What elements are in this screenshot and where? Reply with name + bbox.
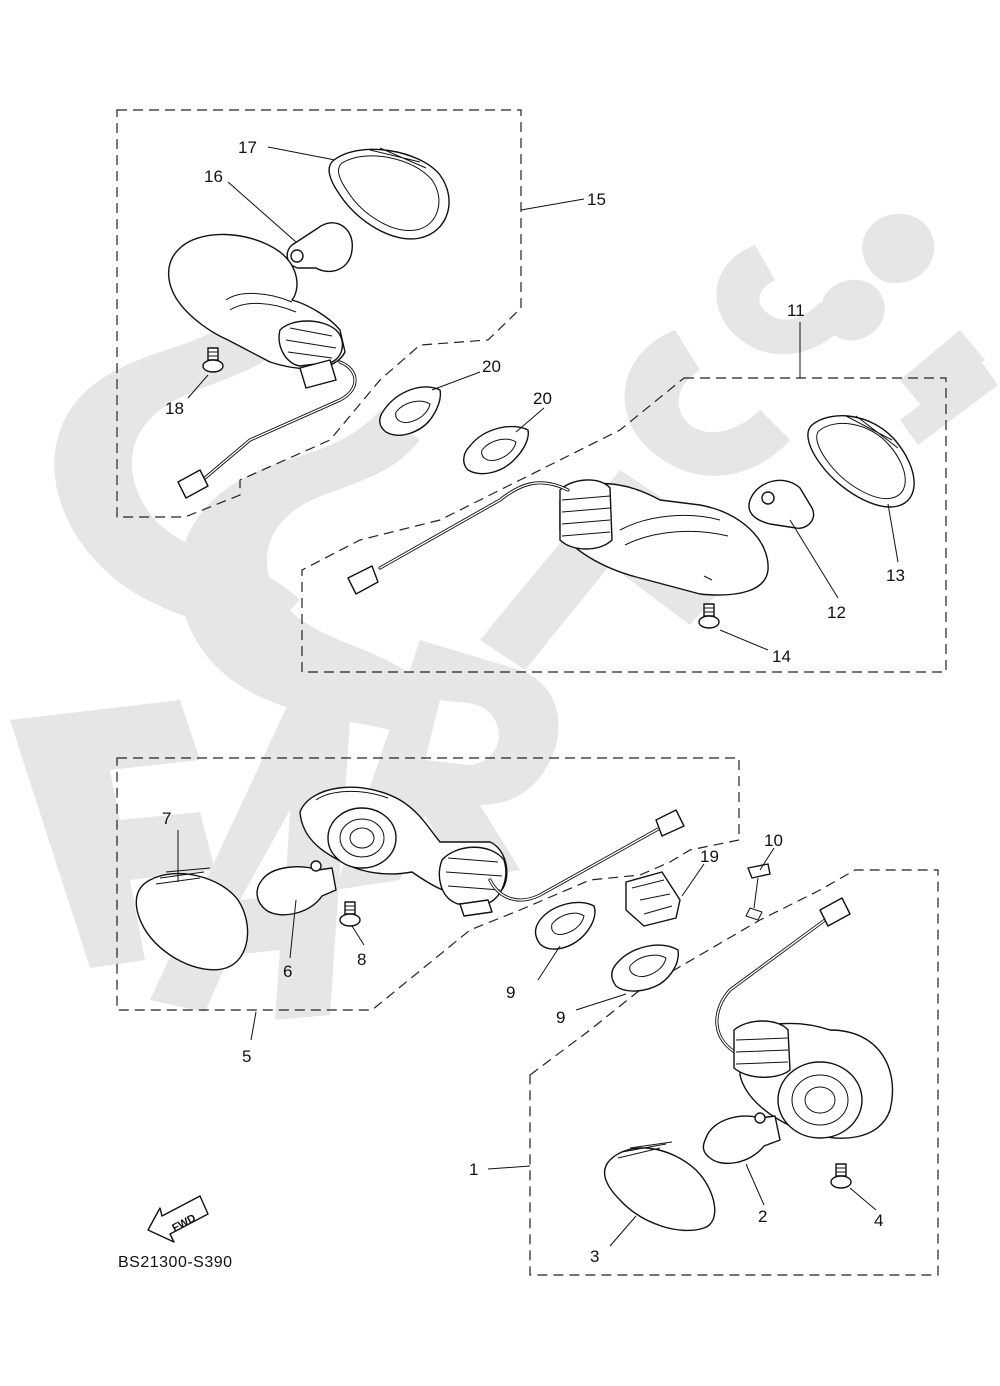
callout-11: 19 bbox=[700, 847, 719, 866]
callout-7: 7 bbox=[162, 809, 171, 828]
damper-9-upper[interactable] bbox=[534, 901, 596, 950]
bulb-6[interactable] bbox=[256, 860, 337, 916]
signal-light-16[interactable] bbox=[167, 233, 346, 389]
leader-lines bbox=[177, 146, 899, 1247]
watermark bbox=[10, 213, 998, 1020]
lens-3[interactable] bbox=[603, 1141, 716, 1232]
screw-8[interactable] bbox=[339, 901, 361, 927]
damper-20-upper[interactable] bbox=[379, 386, 442, 436]
callout-10: 10 bbox=[764, 831, 783, 850]
wire-harness-1 bbox=[715, 897, 851, 1057]
callout-12: 11 bbox=[787, 301, 805, 320]
damper-20-lower[interactable] bbox=[463, 425, 529, 475]
bulb-13[interactable] bbox=[748, 479, 815, 529]
fwd-arrow-icon: FWD bbox=[147, 1195, 209, 1243]
callout-16: 15 bbox=[587, 190, 606, 209]
callout-9-lower: 9 bbox=[556, 1008, 565, 1027]
callout-13: 12 bbox=[827, 603, 846, 622]
damper-9-lower[interactable] bbox=[611, 944, 679, 992]
signal-light-5[interactable] bbox=[299, 786, 508, 917]
group-outline-16 bbox=[116, 109, 522, 518]
lens-18[interactable] bbox=[328, 147, 450, 240]
callout-15: 14 bbox=[772, 647, 791, 666]
callout-8: 8 bbox=[357, 950, 366, 969]
callout-19: 18 bbox=[165, 399, 184, 418]
signal-light-12[interactable] bbox=[559, 479, 769, 596]
callout-14: 13 bbox=[886, 566, 905, 585]
screw-19[interactable] bbox=[202, 347, 224, 373]
callout-5: 5 bbox=[242, 1047, 251, 1066]
callout-18: 17 bbox=[238, 138, 257, 157]
lens-14[interactable] bbox=[807, 415, 915, 508]
callout-2: 2 bbox=[758, 1207, 767, 1226]
callout-1: 1 bbox=[469, 1160, 478, 1179]
screw-4[interactable] bbox=[830, 1163, 852, 1189]
bulb-17[interactable] bbox=[286, 222, 353, 273]
callout-4: 4 bbox=[874, 1211, 883, 1230]
callout-20-upper: 20 bbox=[482, 357, 501, 376]
wire-harness-5 bbox=[488, 809, 685, 902]
bulb-2[interactable] bbox=[702, 1112, 781, 1165]
callout-17: 16 bbox=[204, 167, 223, 186]
group-outline-12 bbox=[301, 377, 947, 673]
callout-9-upper: 9 bbox=[506, 983, 515, 1002]
wire-harness-12 bbox=[347, 481, 570, 595]
wire-harness-16 bbox=[177, 360, 357, 499]
diagram-code: BS21300-S390 bbox=[118, 1254, 233, 1271]
group-outline-1 bbox=[529, 869, 939, 1276]
callout-3: 3 bbox=[590, 1247, 599, 1266]
callout-6: 6 bbox=[283, 962, 292, 981]
cable-tie-10[interactable] bbox=[745, 863, 771, 921]
signal-light-1[interactable] bbox=[733, 1020, 894, 1139]
clamp-11[interactable] bbox=[625, 871, 681, 927]
screw-15[interactable] bbox=[698, 603, 720, 629]
callout-20-lower: 20 bbox=[533, 389, 552, 408]
group-outline-5 bbox=[116, 757, 740, 1011]
